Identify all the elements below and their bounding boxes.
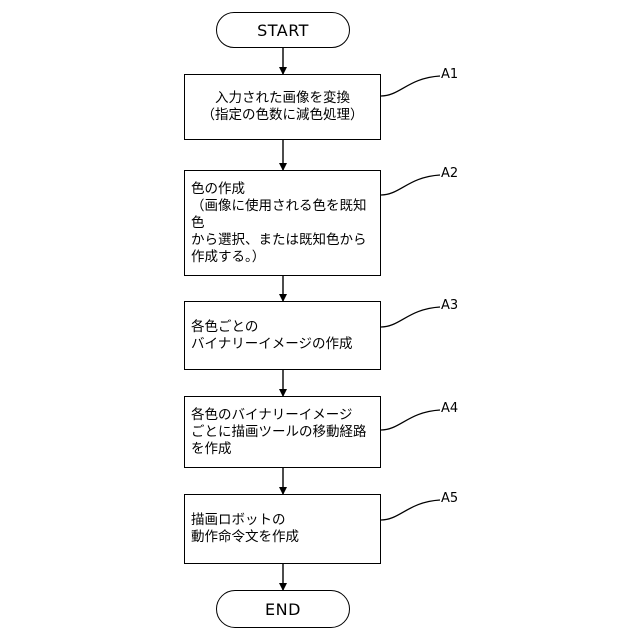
step-a4-line-3: を作成 — [191, 441, 374, 458]
step-a2-line-4: 作成する。） — [191, 249, 374, 266]
leader-a3 — [381, 307, 440, 327]
step-a5-line-1: 描画ロボットの — [191, 512, 374, 529]
step-a1-line-1: 入力された画像を変換 — [215, 90, 350, 107]
step-a3-line-1: 各色ごとの — [191, 319, 374, 336]
step-a3-line-2: バイナリーイメージの作成 — [191, 336, 374, 353]
step-a5-label: A5 — [441, 491, 458, 506]
step-a1-label: A1 — [441, 67, 458, 82]
step-a4-line-1: 各色のバイナリーイメージ — [191, 407, 374, 424]
step-a2-line-3: から選択、または既知色から — [191, 232, 374, 249]
end-label: END — [265, 600, 301, 619]
step-a3-box: 各色ごとの バイナリーイメージの作成 — [184, 301, 381, 370]
step-a4-box: 各色のバイナリーイメージ ごとに描画ツールの移動経路 を作成 — [184, 396, 381, 468]
leader-a1 — [381, 76, 440, 96]
step-a2-line-2: （画像に使用される色を既知色 — [191, 198, 374, 232]
step-a4-line-2: ごとに描画ツールの移動経路 — [191, 424, 374, 441]
step-a2-line-1: 色の作成 — [191, 181, 374, 198]
step-a4-label: A4 — [441, 401, 458, 416]
step-a2-label: A2 — [441, 166, 458, 181]
end-terminator: END — [216, 590, 350, 628]
leader-a5 — [381, 500, 440, 520]
step-a3-label: A3 — [441, 298, 458, 313]
step-a5-box: 描画ロボットの 動作命令文を作成 — [184, 494, 381, 564]
leader-a4 — [381, 410, 440, 430]
start-terminator: START — [216, 12, 350, 48]
start-label: START — [257, 21, 309, 40]
leader-a2 — [381, 175, 440, 195]
step-a1-box: 入力された画像を変換 （指定の色数に減色処理） — [184, 74, 381, 140]
step-a1-line-2: （指定の色数に減色処理） — [202, 107, 364, 124]
step-a5-line-2: 動作命令文を作成 — [191, 529, 374, 546]
step-a2-box: 色の作成 （画像に使用される色を既知色 から選択、または既知色から 作成する。） — [184, 170, 381, 276]
